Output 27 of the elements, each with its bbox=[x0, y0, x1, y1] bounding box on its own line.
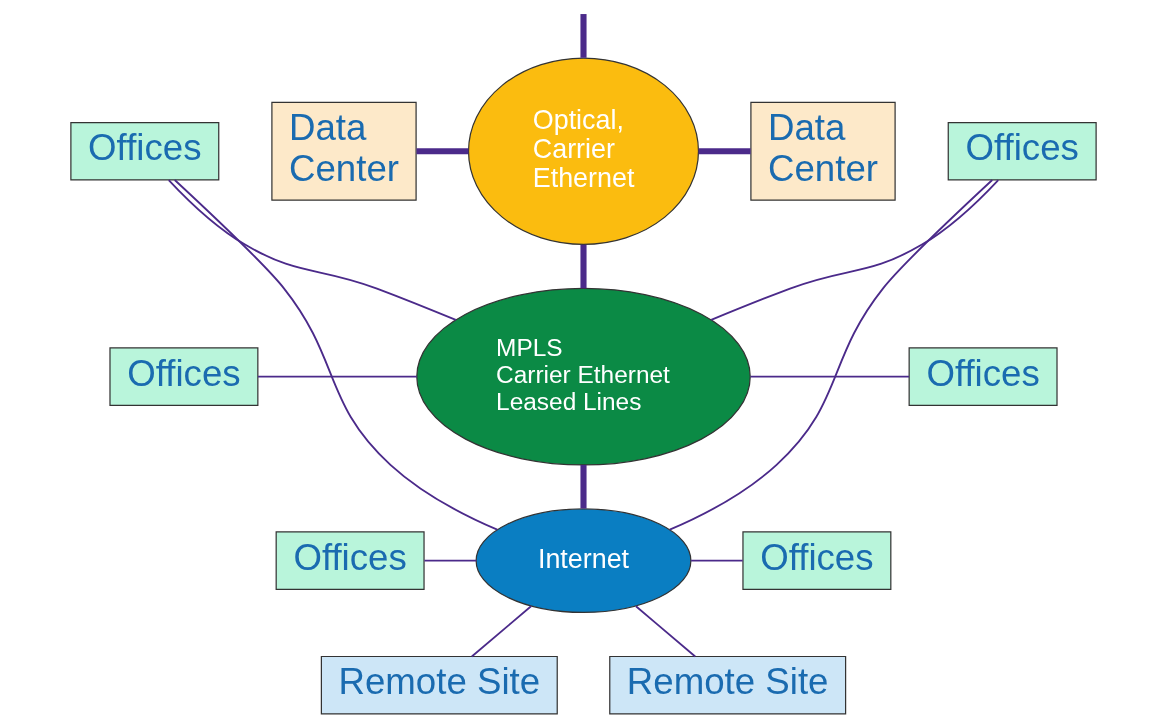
node-box: Offices bbox=[742, 531, 892, 590]
connector bbox=[698, 148, 751, 155]
connector bbox=[580, 244, 587, 289]
node-ellipse: MPLS Carrier Ethernet Leased Lines bbox=[416, 287, 751, 466]
node-ellipse: Internet bbox=[475, 508, 692, 613]
connector bbox=[710, 179, 1000, 321]
node-box: Offices bbox=[908, 347, 1058, 407]
connector bbox=[423, 559, 478, 562]
node-box: Remote Site bbox=[609, 655, 847, 715]
connector bbox=[580, 464, 587, 509]
connector bbox=[257, 375, 418, 378]
node-box: Data Center bbox=[750, 101, 896, 201]
node-box: Offices bbox=[947, 121, 1097, 181]
connector bbox=[668, 179, 994, 531]
node-box: Data Center bbox=[271, 101, 417, 201]
connector bbox=[173, 179, 499, 531]
node-box: Offices bbox=[109, 347, 259, 407]
connector bbox=[416, 148, 469, 155]
node-box: Offices bbox=[275, 531, 425, 590]
node-box: Offices bbox=[70, 121, 220, 181]
connector bbox=[635, 605, 697, 658]
connector bbox=[470, 605, 532, 658]
node-ellipse: Optical, Carrier Ethernet bbox=[467, 57, 700, 246]
connector bbox=[690, 559, 744, 562]
node-box: Remote Site bbox=[320, 655, 558, 715]
connector bbox=[167, 179, 457, 321]
connector bbox=[749, 375, 910, 378]
